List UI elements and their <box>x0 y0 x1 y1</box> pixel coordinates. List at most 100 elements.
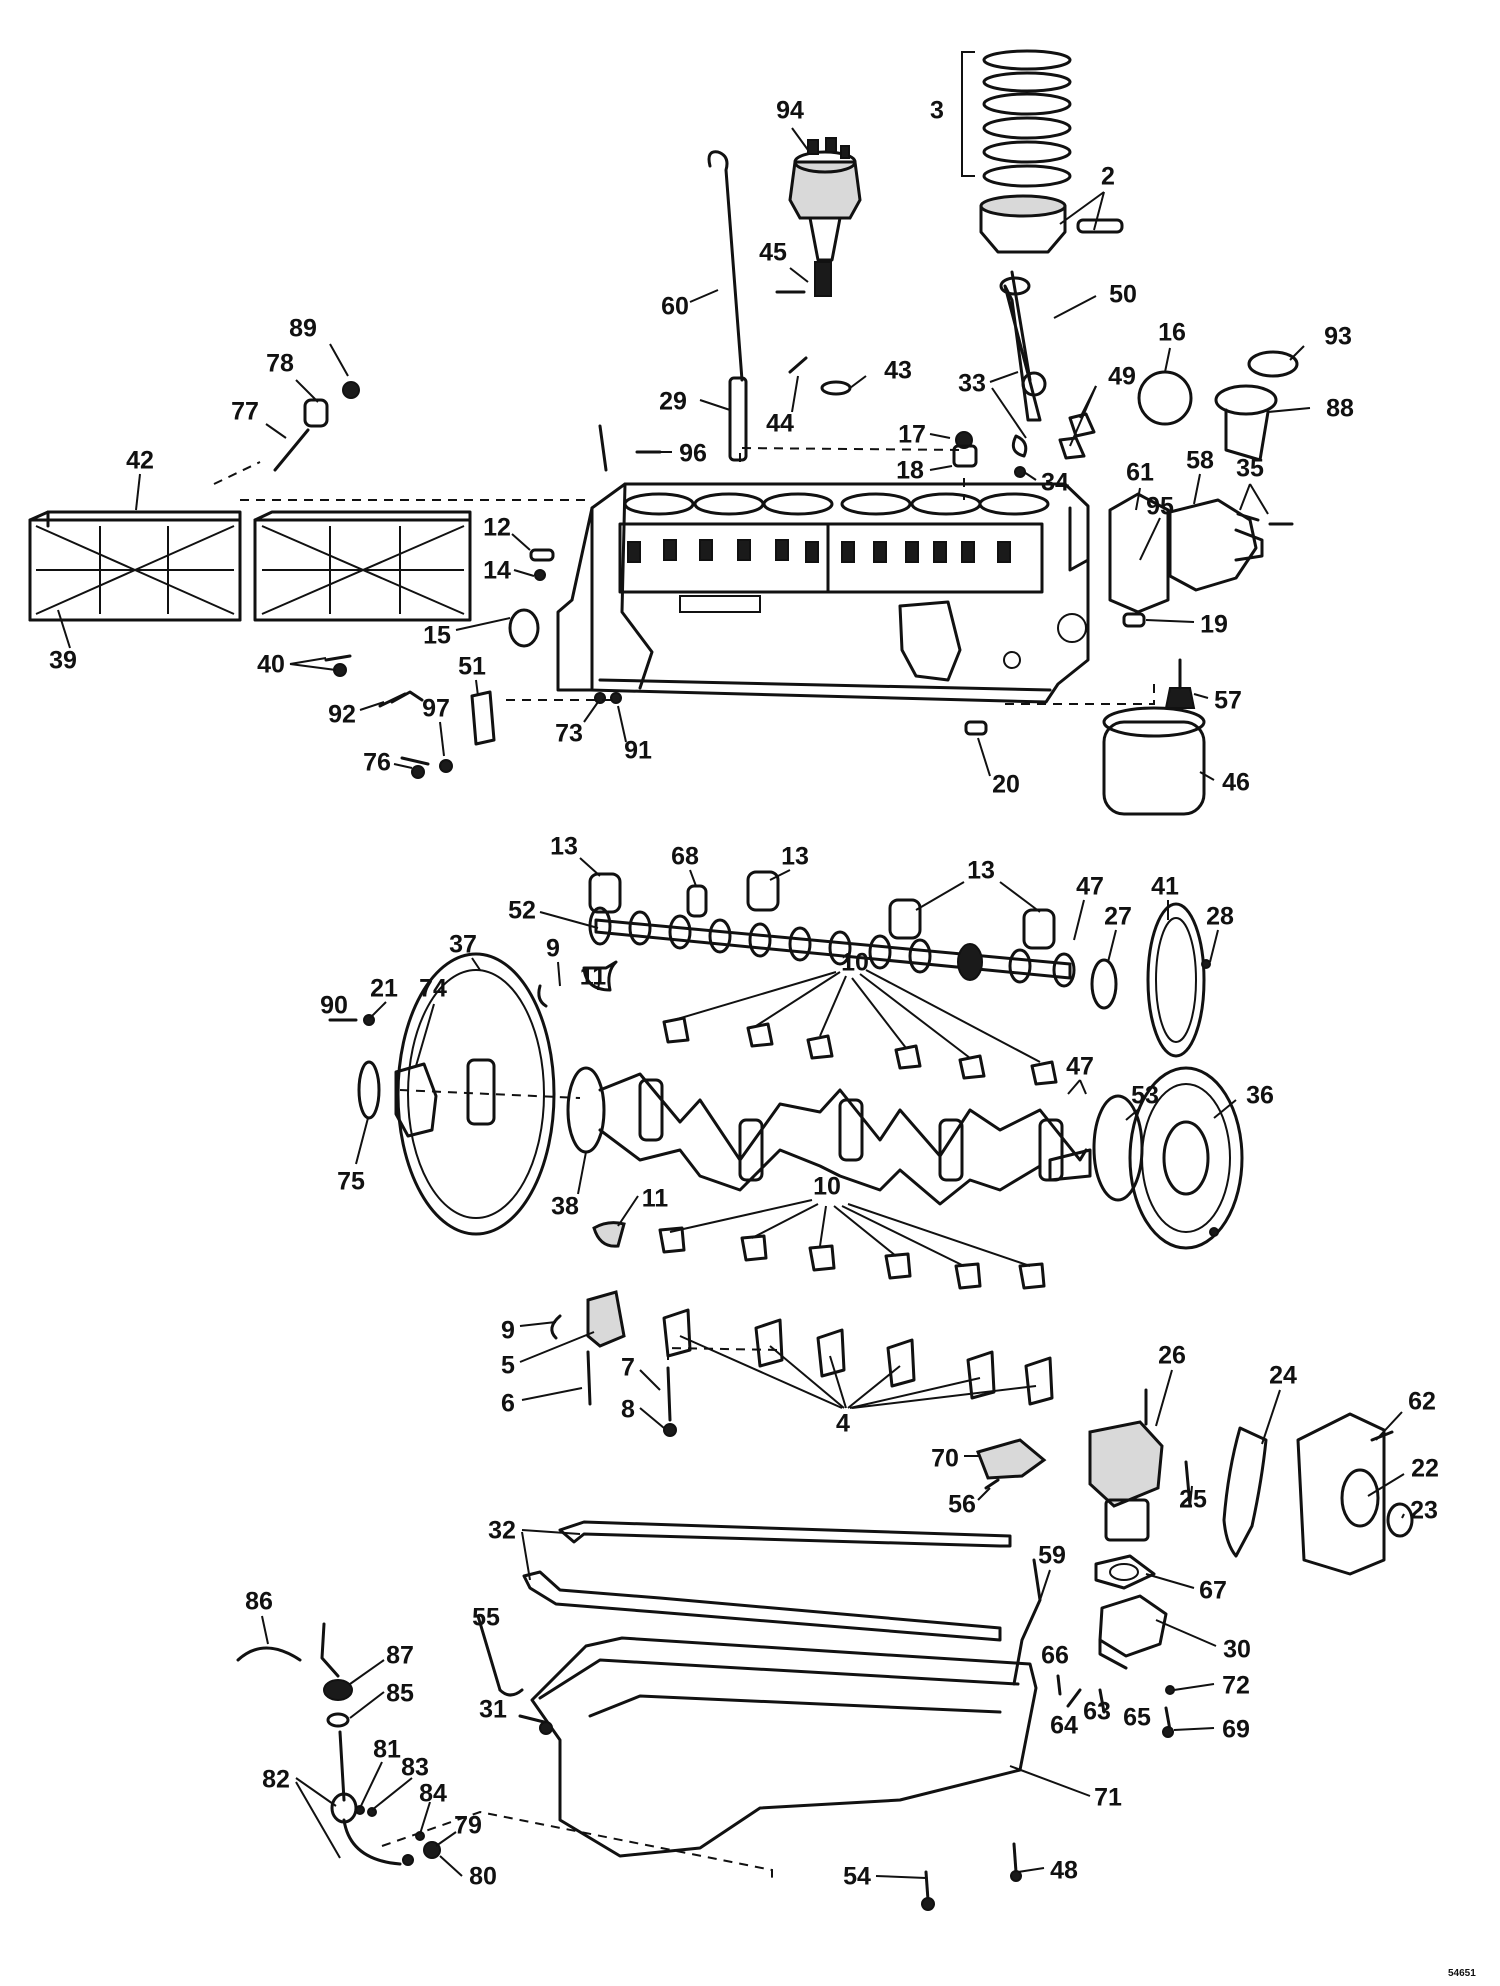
callout-90: 90 <box>320 992 348 1020</box>
callout-5: 5 <box>501 1352 515 1380</box>
callout-65: 65 <box>1123 1704 1151 1732</box>
callout-24: 24 <box>1269 1362 1297 1390</box>
cylinder-block <box>556 482 1090 704</box>
callout-44: 44 <box>766 410 794 438</box>
callout-70: 70 <box>931 1445 959 1473</box>
callout-92: 92 <box>328 701 356 729</box>
oil-pan-gasket <box>522 1520 1012 1642</box>
callout-26: 26 <box>1158 1342 1186 1370</box>
callout-74: 74 <box>419 975 447 1003</box>
callout-77: 77 <box>231 398 259 426</box>
callout-69: 69 <box>1222 1716 1250 1744</box>
rocker-stud <box>273 381 360 472</box>
callout-6: 6 <box>501 1390 515 1418</box>
callout-37: 37 <box>449 931 477 959</box>
callout-54: 54 <box>843 1863 871 1891</box>
callout-13: 13 <box>967 857 995 885</box>
block-hardware <box>324 356 1294 779</box>
callout-47: 47 <box>1076 873 1104 901</box>
callout-50: 50 <box>1109 281 1137 309</box>
callout-91: 91 <box>624 737 652 765</box>
flywheel <box>396 952 556 1236</box>
callout-79: 79 <box>454 1812 482 1840</box>
oil-dipstick <box>707 150 748 462</box>
callout-83: 83 <box>401 1754 429 1782</box>
callout-32: 32 <box>488 1517 516 1545</box>
main-bearing-shells-upper <box>537 960 1058 1086</box>
callout-82: 82 <box>262 1766 290 1794</box>
callout-97: 97 <box>422 695 450 723</box>
callout-4: 4 <box>836 1410 850 1438</box>
callout-2: 2 <box>1101 163 1115 191</box>
callout-33: 33 <box>958 370 986 398</box>
callout-66: 66 <box>1041 1642 1069 1670</box>
callout-16: 16 <box>1158 319 1186 347</box>
callout-17: 17 <box>898 421 926 449</box>
callout-18: 18 <box>896 457 924 485</box>
callout-80: 80 <box>469 1863 497 1891</box>
callout-9: 9 <box>501 1317 515 1345</box>
callout-56: 56 <box>948 1491 976 1519</box>
callout-68: 68 <box>671 843 699 871</box>
callout-11: 11 <box>580 963 607 991</box>
callout-36: 36 <box>1246 1082 1274 1110</box>
callout-71: 71 <box>1094 1784 1122 1812</box>
callout-72: 72 <box>1222 1672 1250 1700</box>
callout-46: 46 <box>1222 769 1250 797</box>
valve-covers <box>28 510 472 622</box>
callout-10: 10 <box>841 949 869 977</box>
crankshaft-flange <box>328 1014 438 1138</box>
leader-lines <box>57 127 1405 1879</box>
callout-52: 52 <box>508 897 536 925</box>
callout-89: 89 <box>289 315 317 343</box>
callout-31: 31 <box>479 1696 507 1724</box>
callout-9: 9 <box>546 935 560 963</box>
crank-sprocket-and-damper <box>1092 1066 1244 1250</box>
callout-81: 81 <box>373 1736 401 1764</box>
callout-45: 45 <box>759 239 787 267</box>
connecting-rod <box>999 270 1047 422</box>
oil-dipstick-tube-lower <box>476 1558 1042 1697</box>
oil-pump <box>1056 1388 1192 1738</box>
callout-22: 22 <box>1411 1455 1439 1483</box>
callout-13: 13 <box>781 843 809 871</box>
callout-94: 94 <box>776 97 804 125</box>
main-bearing-shells-lower <box>592 1221 1046 1290</box>
oil-pan <box>530 1636 1038 1858</box>
callout-59: 59 <box>1038 1542 1066 1570</box>
cam-bearings <box>588 870 1056 950</box>
oil-pump-screen <box>976 1438 1047 1490</box>
callout-25: 25 <box>1179 1486 1207 1514</box>
callout-64: 64 <box>1050 1712 1078 1740</box>
callout-14: 14 <box>483 557 511 585</box>
timing-cover <box>1222 1412 1414 1576</box>
callout-73: 73 <box>555 720 583 748</box>
piston <box>979 194 1124 254</box>
callout-12: 12 <box>483 514 511 542</box>
callout-19: 19 <box>1200 611 1228 639</box>
main-bearing-caps <box>550 1290 1054 1437</box>
callout-43: 43 <box>884 357 912 385</box>
callout-84: 84 <box>419 1780 447 1808</box>
callout-53: 53 <box>1131 1082 1159 1110</box>
callout-51: 51 <box>458 653 486 681</box>
callout-39: 39 <box>49 647 77 675</box>
callout-60: 60 <box>661 293 689 321</box>
callout-78: 78 <box>266 350 294 378</box>
callout-30: 30 <box>1223 1636 1251 1664</box>
callout-48: 48 <box>1050 1857 1078 1885</box>
callout-57: 57 <box>1214 687 1242 715</box>
callout-55: 55 <box>472 1604 500 1632</box>
callout-85: 85 <box>386 1680 414 1708</box>
callout-10: 10 <box>813 1173 841 1201</box>
callout-34: 34 <box>1041 469 1069 497</box>
callout-93: 93 <box>1324 323 1352 351</box>
oil-filter-adapter-lower <box>236 1622 441 1866</box>
callout-38: 38 <box>551 1193 579 1221</box>
callout-87: 87 <box>386 1642 414 1670</box>
callout-23: 23 <box>1410 1497 1438 1525</box>
callout-15: 15 <box>423 622 451 650</box>
callout-21: 21 <box>370 975 398 1003</box>
